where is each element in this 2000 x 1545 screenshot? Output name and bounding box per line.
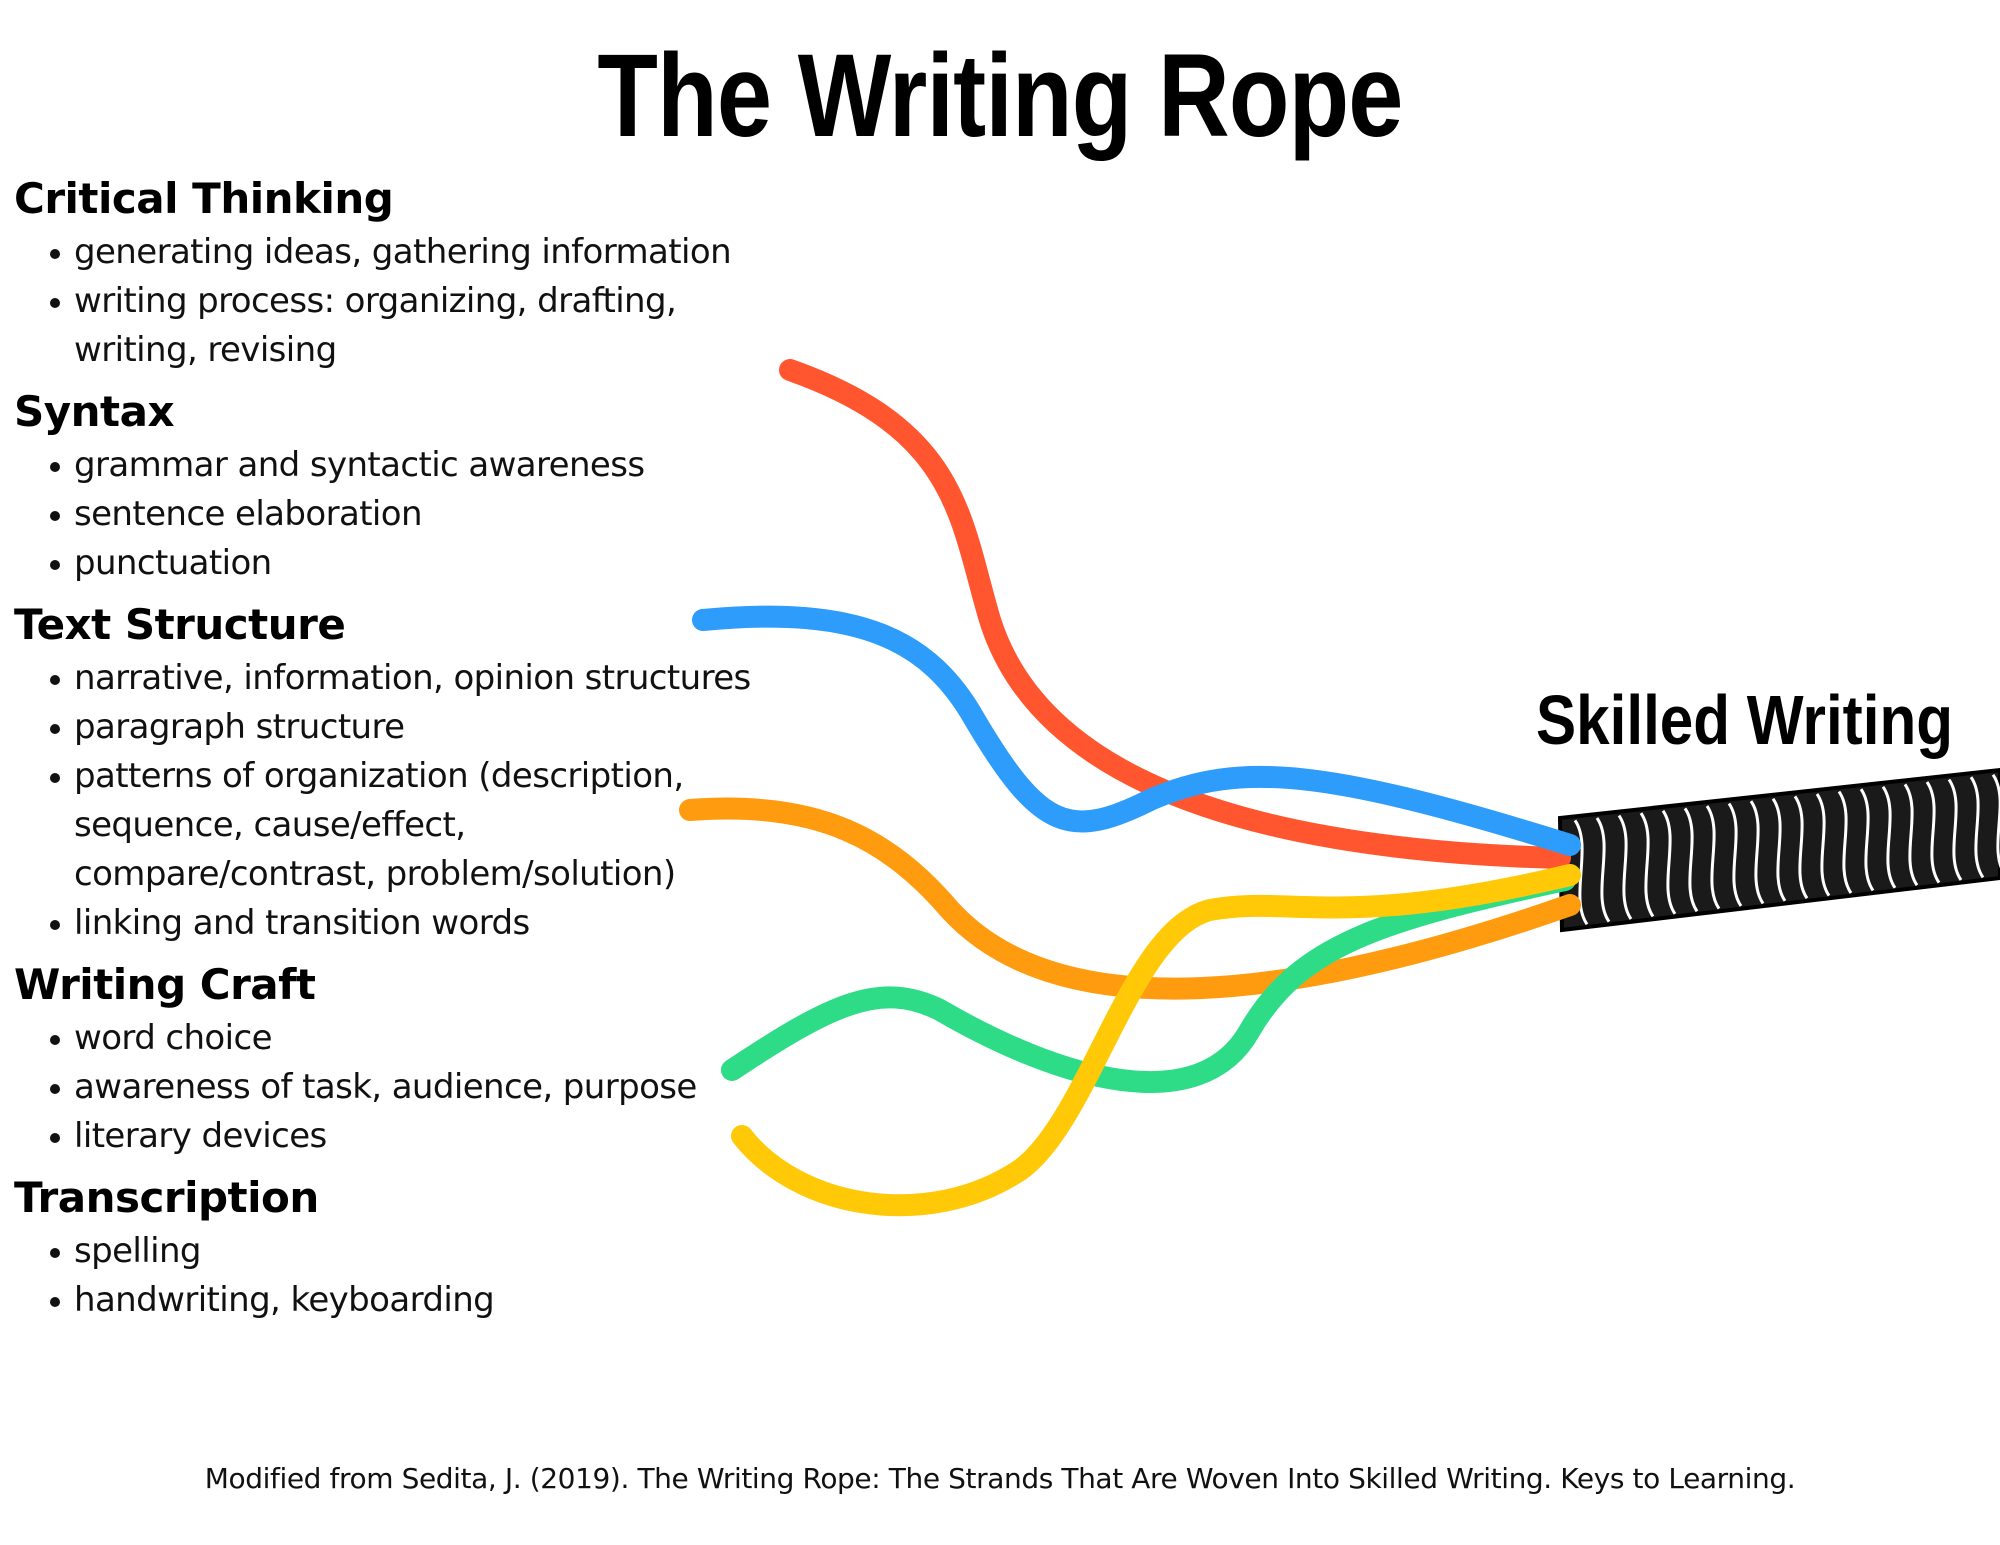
- bullet-item: word choice: [74, 1014, 774, 1063]
- bullet-item: narrative, information, opinion structur…: [74, 654, 774, 703]
- bullet-item: paragraph structure: [74, 703, 774, 752]
- bullet-item: spelling: [74, 1227, 774, 1276]
- bullet-item: punctuation: [74, 539, 774, 588]
- skilled-writing-label: Skilled Writing: [1536, 680, 1953, 760]
- bullet-item: sequence, cause/effect,: [74, 801, 774, 850]
- bullet-item: literary devices: [74, 1112, 774, 1161]
- bullet-item: patterns of organization (description,: [74, 752, 774, 801]
- section-heading: Critical Thinking: [14, 170, 774, 228]
- bullet-item: writing, revising: [74, 326, 774, 375]
- bullet-item: awareness of task, audience, purpose: [74, 1063, 774, 1112]
- bullet-list: narrative, information, opinion structur…: [14, 654, 774, 948]
- section-heading: Writing Craft: [14, 956, 774, 1014]
- strand-syntax: [703, 617, 1570, 845]
- bullet-item: handwriting, keyboarding: [74, 1276, 774, 1325]
- bullet-item: compare/contrast, problem/solution): [74, 850, 774, 899]
- bullet-item: linking and transition words: [74, 899, 774, 948]
- section-heading: Transcription: [14, 1169, 774, 1227]
- bullet-item: generating ideas, gathering information: [74, 228, 774, 277]
- bullet-item: grammar and syntactic awareness: [74, 441, 774, 490]
- page-title: The Writing Rope: [160, 28, 1840, 164]
- section-heading: Text Structure: [14, 596, 774, 654]
- bullet-item: writing process: organizing, drafting,: [74, 277, 774, 326]
- section-heading: Syntax: [14, 383, 774, 441]
- citation-footer: Modified from Sedita, J. (2019). The Wri…: [0, 1462, 2000, 1495]
- bullet-item: sentence elaboration: [74, 490, 774, 539]
- strand-transcription: [742, 875, 1570, 1205]
- rope-body: [1560, 770, 2000, 930]
